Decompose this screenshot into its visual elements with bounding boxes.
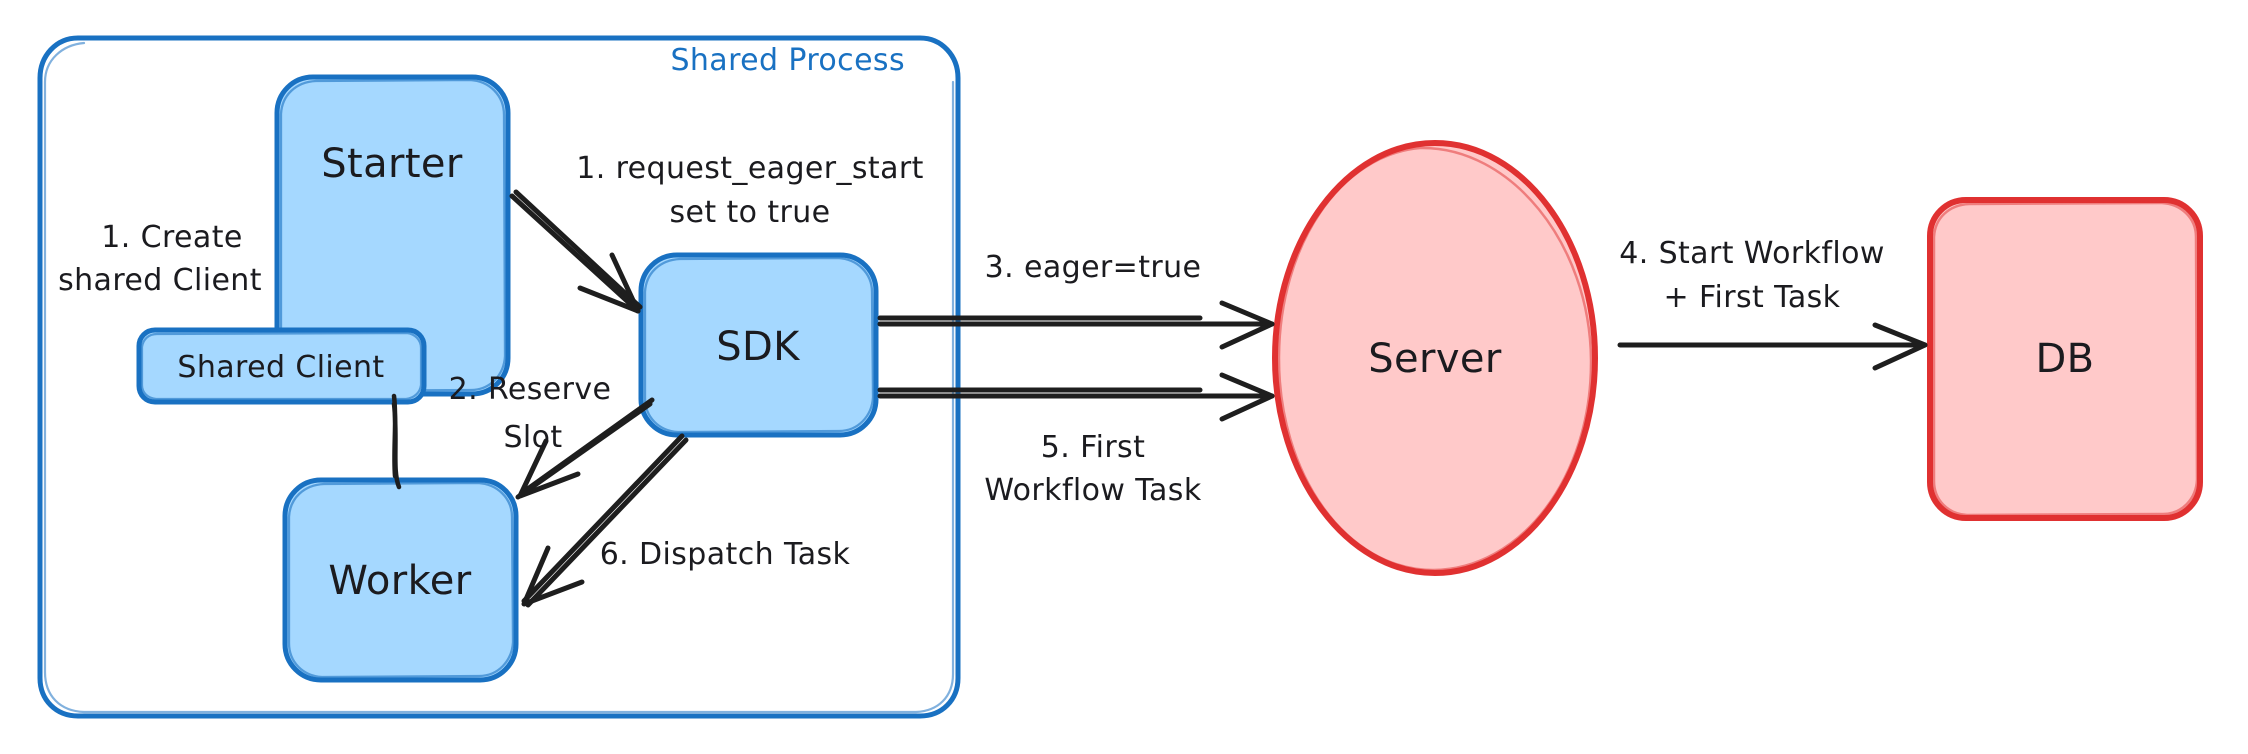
edge-start-workflow-first-task[interactable]: 4. Start Workflow + First Task bbox=[1617, 236, 1928, 371]
edge-request-eager-start-arrowhead bbox=[577, 252, 641, 314]
edge-start-workflow-first-task-label-line-1: 4. Start Workflow bbox=[1619, 236, 1885, 271]
node-db-body bbox=[1930, 200, 2200, 518]
node-shared-client-outline-sketch bbox=[140, 331, 423, 401]
node-sdk-body bbox=[641, 255, 876, 435]
node-server[interactable]: Server bbox=[1272, 140, 1598, 576]
edge-eager-true-label: 3. eager=true bbox=[985, 250, 1202, 285]
edge-request-eager-start-line-sketch bbox=[513, 189, 643, 310]
edge-create-shared-client[interactable]: 1. Create shared Client bbox=[58, 220, 402, 490]
edge-request-eager-start-label-line-2: set to true bbox=[669, 195, 830, 230]
edge-request-eager-start-line bbox=[509, 193, 641, 314]
shared-process-frame[interactable]: Shared Process bbox=[37, 35, 961, 719]
node-shared-client-body bbox=[139, 330, 424, 402]
shared-process-label: Shared Process bbox=[670, 43, 905, 78]
node-sdk-outline bbox=[638, 252, 879, 438]
edge-reserve-slot[interactable]: 2. Reserve Slot bbox=[449, 372, 655, 500]
edge-reserve-slot-line-sketch bbox=[515, 401, 653, 500]
node-worker-outline bbox=[282, 477, 519, 683]
node-worker-outline-sketch bbox=[287, 481, 515, 679]
node-worker[interactable]: Worker bbox=[282, 477, 519, 683]
edge-dispatch-task-label: 6. Dispatch Task bbox=[600, 537, 851, 572]
node-starter-label: Starter bbox=[321, 141, 463, 187]
node-db-outline bbox=[1927, 197, 2203, 521]
edge-eager-true[interactable]: 3. eager=true bbox=[877, 250, 1275, 350]
node-worker-body bbox=[285, 480, 516, 680]
edge-first-workflow-task[interactable]: 5. First Workflow Task bbox=[877, 372, 1275, 508]
edge-create-shared-client-line-bottom bbox=[391, 401, 402, 490]
node-shared-client-outline bbox=[136, 327, 427, 405]
node-starter-outline-sketch bbox=[279, 78, 507, 393]
edge-dispatch-task-arrowhead bbox=[521, 545, 585, 607]
node-starter-body bbox=[277, 77, 508, 394]
edge-dispatch-task-line-sketch bbox=[521, 433, 685, 604]
node-db[interactable]: DB bbox=[1927, 197, 2203, 521]
node-sdk-label: SDK bbox=[716, 324, 801, 370]
node-server-outline-sketch bbox=[1277, 146, 1593, 572]
edge-start-workflow-first-task-label-line-2: + First Task bbox=[1664, 280, 1841, 315]
edge-dispatch-task[interactable]: 6. Dispatch Task bbox=[521, 433, 851, 608]
edge-create-shared-client-label-line-1: 1. Create bbox=[101, 220, 242, 255]
node-starter[interactable]: Starter bbox=[274, 74, 511, 397]
node-server-body bbox=[1275, 143, 1595, 573]
edge-start-workflow-first-task-arrowhead bbox=[1872, 322, 1928, 371]
node-sdk[interactable]: SDK bbox=[638, 252, 879, 438]
shared-process-frame-outline bbox=[37, 35, 961, 719]
shared-process-frame-sketch-overlay bbox=[43, 41, 955, 714]
edge-request-eager-start-label-line-1: 1. request_eager_start bbox=[576, 151, 924, 186]
node-starter-outline bbox=[274, 74, 511, 397]
node-server-label: Server bbox=[1368, 336, 1502, 382]
edge-create-shared-client-label-line-2: shared Client bbox=[58, 263, 262, 298]
node-server-outline bbox=[1272, 140, 1598, 576]
edge-reserve-slot-arrowhead bbox=[517, 438, 581, 499]
node-sdk-outline-sketch bbox=[643, 256, 875, 434]
edge-reserve-slot-label-line-2: Slot bbox=[503, 420, 562, 455]
edge-reserve-slot-label-line-1: 2. Reserve bbox=[449, 372, 612, 407]
edge-first-workflow-task-arrowhead bbox=[1219, 372, 1275, 422]
edge-first-workflow-task-label-line-2: Workflow Task bbox=[984, 473, 1201, 508]
node-db-label: DB bbox=[2035, 336, 2094, 382]
edge-request-eager-start[interactable]: 1. request_eager_start set to true bbox=[509, 151, 924, 314]
edge-first-workflow-task-label-line-1: 5. First bbox=[1041, 430, 1146, 465]
node-db-outline-sketch bbox=[1932, 201, 2199, 517]
edge-eager-true-arrowhead bbox=[1219, 300, 1275, 350]
edge-dispatch-task-line bbox=[525, 437, 689, 608]
node-shared-client[interactable]: Shared Client bbox=[136, 327, 427, 405]
node-worker-label: Worker bbox=[328, 558, 471, 604]
node-shared-client-label: Shared Client bbox=[177, 350, 384, 385]
